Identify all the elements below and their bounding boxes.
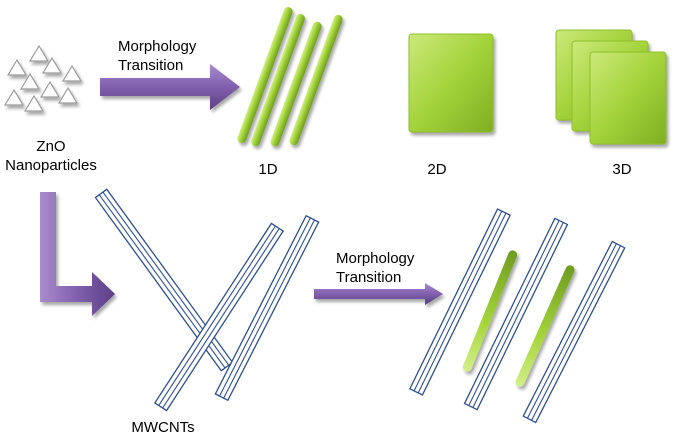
triangle-icon <box>28 44 50 62</box>
mwcnt-wall <box>468 220 560 406</box>
mwcnt-wall <box>158 225 276 406</box>
mwcnt-wall <box>413 210 503 392</box>
arrow-right-icon <box>100 64 240 110</box>
triangle-icon <box>6 58 28 76</box>
nanorod <box>515 265 575 387</box>
stack-sheet-front <box>589 51 667 145</box>
mwcnt-wall <box>472 222 564 408</box>
triangle-icon <box>61 64 83 82</box>
arrow-right-icon <box>314 283 443 305</box>
triangle-icon <box>39 80 61 98</box>
nanorod <box>251 13 305 147</box>
mwcnt-wall <box>219 217 311 397</box>
triangle-icon <box>41 56 63 74</box>
mwcnt-tube <box>153 222 285 412</box>
triangle-icon <box>57 86 79 104</box>
triangle-icon <box>3 88 25 106</box>
bottom-transition-line2: Transition <box>336 269 401 286</box>
mwcnt-wall <box>162 228 280 409</box>
arrow-right-icon <box>40 192 115 316</box>
mwcnt-group <box>94 188 320 412</box>
nanorod <box>289 14 343 146</box>
nanoparticles-cluster <box>3 44 83 112</box>
top-transition-line1: Morphology <box>118 38 197 55</box>
bottom-transition-line1: Morphology <box>336 250 415 267</box>
mwcnt-wall <box>417 212 507 394</box>
triangle-icon <box>19 72 41 90</box>
zno-label-line2: Nanoparticles <box>5 157 97 174</box>
mwcnt-filled-group <box>409 208 626 424</box>
two-d-sheet <box>408 33 494 133</box>
mwcnt-wall <box>531 245 622 421</box>
three-d-stack <box>555 29 667 145</box>
mwcnt-tube <box>94 188 234 372</box>
one-d-rods <box>237 7 343 147</box>
one-d-label: 1D <box>258 161 277 178</box>
top-transition-line2: Transition <box>118 57 183 74</box>
nanorod <box>462 250 518 372</box>
mwcnts-label: MWCNTs <box>131 419 194 436</box>
two-d-label: 2D <box>427 161 446 178</box>
nanorod <box>237 7 293 143</box>
mwcnt-wall <box>223 219 315 399</box>
triangle-icon <box>23 94 45 112</box>
three-d-label: 3D <box>612 161 631 178</box>
zno-label-line1: ZnO <box>36 138 65 155</box>
mwcnt-wall <box>526 243 617 419</box>
nanorod <box>270 21 322 147</box>
